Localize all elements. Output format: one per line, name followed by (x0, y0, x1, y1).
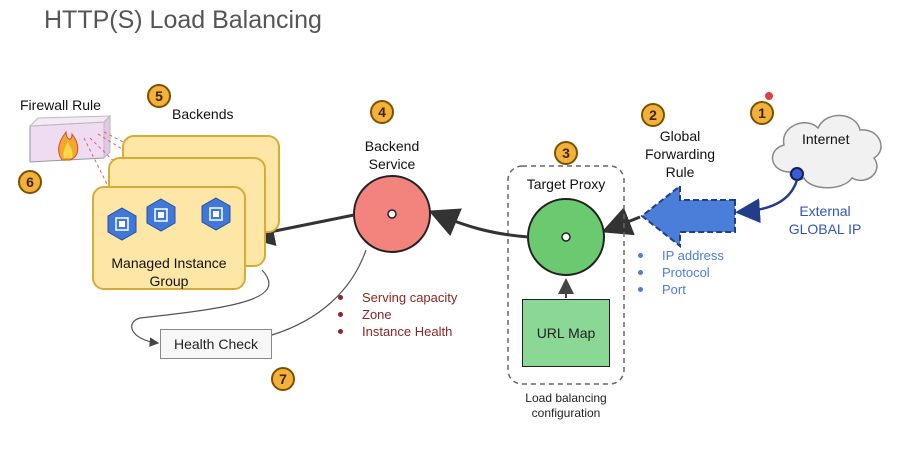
internet-to-forwarding-rule-arrow (735, 179, 799, 224)
internet-label: Internet (802, 131, 850, 147)
red-dot (765, 92, 773, 100)
backend-service-item: Zone (336, 306, 457, 323)
instance-chip-icon (201, 197, 231, 231)
backend-service-label-line1: Backend (364, 138, 420, 154)
backend-service-items: Serving capacity Zone Instance Health (336, 289, 457, 340)
target-proxy-label: Target Proxy (526, 176, 606, 192)
proxy-to-backend-arrow (428, 208, 529, 239)
external-ip-label-line1: External (799, 203, 851, 219)
page-title: HTTP(S) Load Balancing (44, 6, 322, 34)
lb-config-label-line2: configuration (531, 406, 601, 420)
backend-service-label-line2: Service (368, 156, 416, 172)
forwarding-rule-arrow-icon (640, 183, 736, 249)
forwarding-rule-item: Port (636, 281, 724, 298)
mig-label-line1: Managed Instance (111, 255, 227, 271)
mig-label-line2: Group (149, 273, 189, 289)
health-check-box: Health Check (160, 329, 272, 359)
mig-to-healthcheck-curve (131, 269, 270, 347)
badge-4: 4 (370, 100, 394, 124)
forwarding-rule-items: IP address Protocol Port (636, 247, 724, 298)
forwarding-rule-label-line1: Global (659, 128, 701, 144)
badge-1: 1 (750, 101, 774, 125)
badge-5: 5 (147, 84, 171, 108)
forwarding-rule-item: Protocol (636, 264, 724, 281)
forwarding-rule-label: Global Forwarding Rule (640, 127, 720, 181)
badge-2: 2 (641, 103, 665, 127)
instance-chip-icon (146, 198, 176, 232)
backend-to-healthcheck-curve (271, 249, 367, 336)
mig-label: Managed Instance Group (92, 254, 246, 290)
badge-3: 3 (554, 141, 578, 165)
badge-7: 7 (271, 367, 295, 391)
external-ip-label: External GLOBAL IP (780, 202, 870, 238)
backend-service-label: Backend Service (350, 137, 434, 173)
instance-chip-icon (107, 207, 137, 241)
external-ip-label-line2: GLOBAL IP (788, 221, 862, 237)
forwarding-rule-label-line2: Forwarding (644, 146, 716, 162)
firewall-icon (58, 130, 79, 161)
backend-service-item: Instance Health (336, 323, 457, 340)
lb-config-group (507, 165, 625, 385)
lb-config-label: Load balancing configuration (506, 391, 626, 421)
lb-config-label-line1: Load balancing (525, 391, 607, 405)
backends-label: Backends (172, 106, 234, 122)
forwarding-rule-label-line3: Rule (665, 164, 695, 180)
url-map-box: URL Map (522, 299, 610, 367)
backend-service-item: Serving capacity (336, 289, 457, 306)
badge-6: 6 (18, 170, 42, 194)
forwarding-rule-item: IP address (636, 247, 724, 264)
firewall-rule-label: Firewall Rule (20, 97, 101, 113)
